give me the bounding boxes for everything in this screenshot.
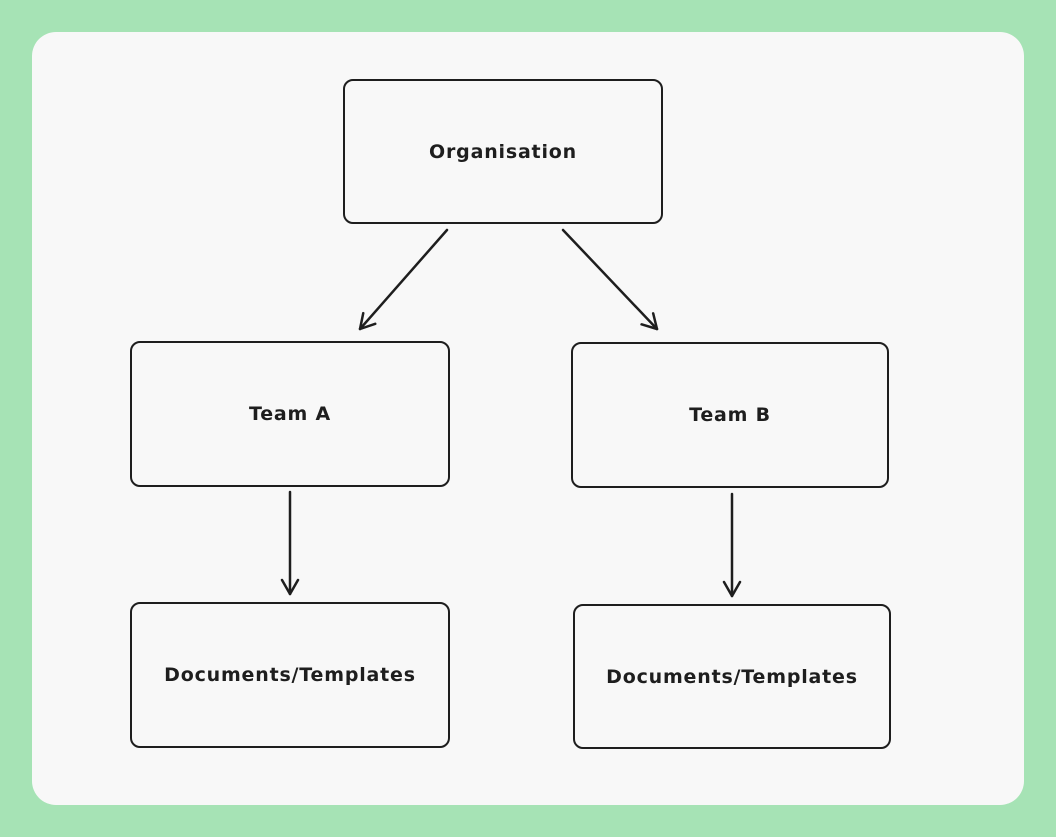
node-team-a-label: Team A bbox=[248, 403, 332, 425]
node-organisation[interactable]: Organisation bbox=[343, 79, 663, 224]
diagram-canvas bbox=[32, 32, 1024, 805]
node-documents-templates-a-label: Documents/Templates bbox=[164, 664, 416, 686]
node-team-b[interactable]: Team B bbox=[571, 342, 889, 488]
node-documents-templates-a[interactable]: Documents/Templates bbox=[130, 602, 450, 748]
node-documents-templates-b[interactable]: Documents/Templates bbox=[573, 604, 891, 749]
node-team-a[interactable]: Team A bbox=[130, 341, 450, 487]
node-documents-templates-b-label: Documents/Templates bbox=[606, 665, 858, 688]
node-organisation-label: Organisation bbox=[429, 140, 577, 163]
node-team-b-label: Team B bbox=[689, 404, 771, 426]
